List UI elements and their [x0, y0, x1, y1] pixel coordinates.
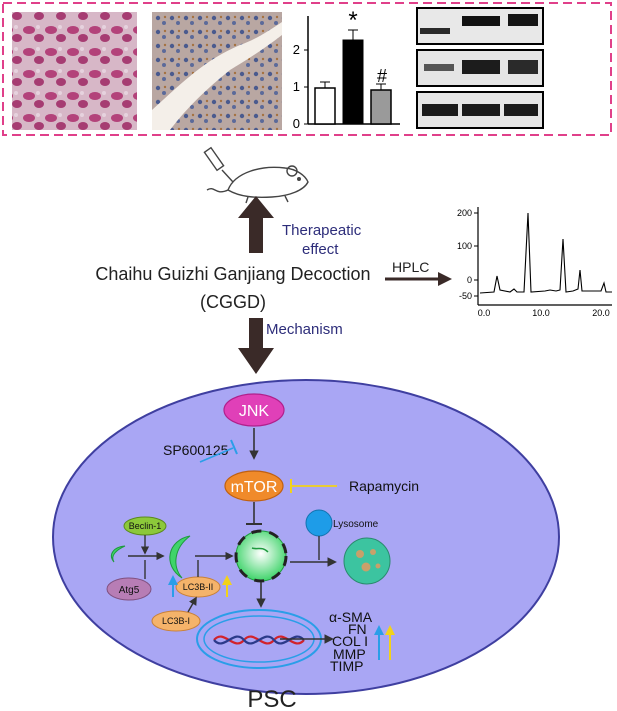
bar-chart: 0 1 2 * #: [293, 7, 400, 131]
western-blot: [416, 7, 544, 129]
mouse-tail: [206, 188, 229, 193]
bar-annotation-star: *: [348, 7, 357, 34]
mouse-leg: [245, 196, 249, 204]
hplc-trace: [479, 212, 612, 294]
lysosome-label: Lysosome: [333, 519, 379, 530]
blot-band: [462, 60, 500, 74]
sp600125-inhibition-line: [199, 447, 234, 463]
phagophore-small-icon: [111, 545, 126, 563]
bar-model: [342, 39, 364, 125]
bar-treatment: [370, 89, 392, 125]
hplc-x-tick-10: 10.0: [532, 308, 550, 318]
hplc-y-tick-200: 200: [457, 208, 472, 218]
lysosome-icon: [305, 509, 333, 537]
mouse-body: [227, 166, 309, 199]
autolysosome-particle: [375, 563, 381, 569]
arrow-up-therapeutic: [238, 196, 274, 253]
mtor-label: mTOR: [231, 479, 278, 496]
sp600125-label: SP600125: [163, 442, 229, 458]
lc3b-i-node: [151, 610, 201, 632]
blot-band: [422, 104, 458, 116]
autolysosome-particle: [356, 550, 364, 558]
decoction-abbreviation: (CGGD): [200, 292, 266, 312]
hplc-x-tick-20: 20.0: [592, 308, 610, 318]
mechanism-label: Mechanism: [266, 321, 343, 338]
arrow-to-hplc-head: [438, 272, 452, 286]
autolysosome-icon: [343, 537, 391, 585]
beclin1-label: Beclin-1: [129, 521, 162, 531]
atg5-node: [106, 577, 152, 601]
hplc-y-tick-neg50: -50: [459, 291, 472, 301]
top-panel-border: [2, 2, 612, 136]
jnk-node: [223, 393, 285, 427]
bar-annotation-hash: #: [377, 66, 387, 86]
top-panel: 0 1 2 * #: [2, 2, 612, 136]
hplc-y-tick-100: 100: [457, 241, 472, 251]
lc3b-i-label: LC3B-I: [162, 616, 190, 626]
blot-band: [504, 104, 538, 116]
arrow-down-mechanism: [238, 318, 274, 374]
mouse-leg: [284, 195, 289, 203]
ihc-white-tissue-gap: [152, 22, 282, 130]
autophagosome-cargo: [251, 547, 269, 553]
bar-chart-tick-label-2: 2: [293, 42, 300, 57]
mouse-eye: [297, 176, 302, 181]
rapamycin-label: Rapamycin: [349, 478, 419, 494]
marker-fn: FN: [348, 621, 367, 637]
blot-band: [424, 64, 454, 71]
bar-chart-tick-label-1: 1: [293, 79, 300, 94]
blot-band: [508, 14, 538, 26]
mtor-node: [224, 470, 284, 502]
blot-band: [462, 104, 500, 116]
lc3b-ii-label: LC3B-II: [183, 582, 214, 592]
bar-chart-tick-label-0: 0: [293, 116, 300, 131]
blot-band: [462, 16, 500, 26]
jnk-label: JNK: [239, 403, 270, 420]
cell-label-psc: PSC: [247, 686, 296, 711]
syringe-icon: [203, 146, 225, 172]
autolysosome-particle: [361, 562, 371, 572]
blot-band: [508, 60, 538, 74]
marker-alpha-sma: α-SMA: [329, 609, 373, 625]
hplc-y-tick-0: 0: [467, 275, 472, 285]
bar-control: [314, 87, 336, 125]
atg5-label: Atg5: [119, 585, 140, 596]
he-stain-image: [12, 12, 137, 130]
hplc-label: HPLC: [392, 259, 429, 275]
hplc-chromatogram: 200 100 0 -50 0.0 10.0 20.0: [457, 207, 612, 318]
mouse-ear: [286, 165, 298, 177]
therapeutic-label-line2: effect: [302, 241, 339, 258]
autophagosome-membrane: [234, 529, 288, 583]
arrow-lc3b-i-ii: [187, 596, 197, 613]
marker-col-i: COL I: [332, 633, 368, 649]
phagophore-large-icon: [169, 535, 191, 579]
sp600125-inhibition-bar: [230, 439, 238, 455]
marker-timp: TIMP: [330, 658, 363, 674]
blot-band: [420, 28, 450, 34]
therapeutic-label-line1: Therapeatic: [282, 222, 362, 239]
dna-strand-blue: [213, 635, 305, 645]
marker-mmp: MMP: [333, 646, 366, 662]
mouse-icon: [203, 146, 309, 204]
syringe-needle: [221, 169, 234, 183]
decoction-name: Chaihu Guizhi Ganjiang Decoction: [95, 264, 370, 284]
autolysosome-particle: [370, 549, 376, 555]
hplc-x-tick-0: 0.0: [478, 308, 491, 318]
